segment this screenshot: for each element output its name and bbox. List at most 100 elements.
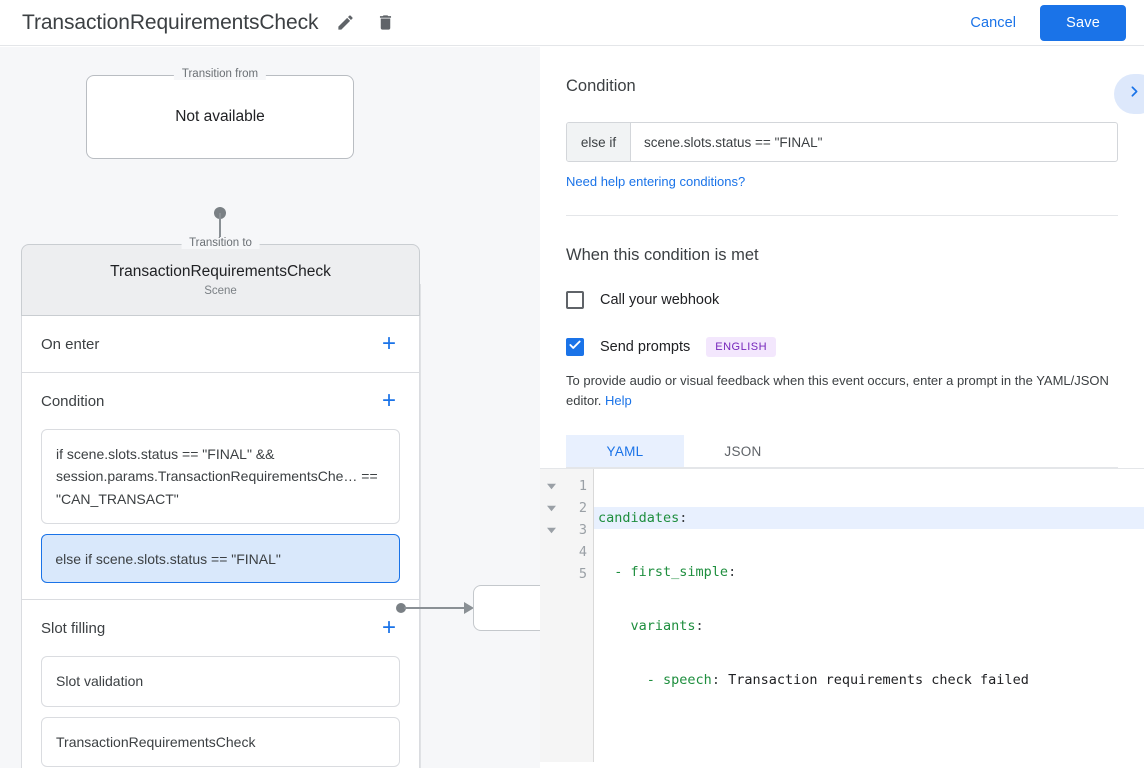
fold-toggle-icon[interactable] — [540, 497, 562, 519]
line-number: 3 — [578, 522, 587, 539]
trash-icon — [376, 13, 395, 32]
plus-icon-slot-filling[interactable]: + — [381, 614, 396, 642]
section-header-on-enter: On enter + — [41, 316, 400, 372]
slot-filling-list: Slot validation TransactionRequirementsC… — [41, 656, 400, 768]
code-line: - first_simple: — [594, 561, 1144, 583]
code-dash: - — [614, 564, 631, 581]
editor-fold-column — [540, 469, 562, 763]
transition-to-card[interactable]: Transition to TransactionRequirementsChe… — [21, 237, 420, 768]
tab-json[interactable]: JSON — [724, 443, 762, 459]
code-dash: - — [646, 672, 664, 689]
transition-from-value: Not available — [175, 108, 265, 125]
edge-source-dot — [396, 603, 406, 613]
code-value: Transaction requirements check failed — [719, 672, 1029, 689]
transition-from-legend: Transition from — [173, 68, 267, 80]
editor-format-tabs: YAML JSON — [566, 435, 1118, 469]
code-key: candidates — [598, 510, 680, 527]
edit-title-button[interactable] — [332, 10, 358, 36]
page-title: TransactionRequirementsCheck — [22, 10, 319, 34]
fold-toggle-icon[interactable] — [540, 475, 562, 497]
condition-expression-input[interactable]: scene.slots.status == "FINAL" — [644, 134, 823, 150]
line-number: 4 — [578, 544, 587, 561]
code-line: candidates: — [594, 507, 1144, 530]
webhook-row: Call your webhook — [566, 291, 1118, 309]
save-button[interactable]: Save — [1040, 4, 1126, 41]
language-badge: ENGLISH — [706, 337, 777, 357]
condition-heading: Condition — [566, 77, 636, 95]
line-number: 5 — [578, 566, 587, 583]
scene-section-condition: Condition + if scene.slots.status == "FI… — [21, 373, 420, 601]
code-editor[interactable]: 1 2 3 4 5 candidates: - first_simple: va… — [540, 468, 1144, 763]
helper-sentence: To provide audio or visual feedback when… — [566, 373, 1109, 409]
tab-yaml[interactable]: YAML — [566, 435, 684, 468]
code-indent — [598, 564, 614, 580]
call-webhook-checkbox[interactable] — [566, 291, 584, 309]
line-number: 2 — [578, 500, 587, 517]
collapse-panel-button[interactable] — [1114, 74, 1144, 114]
editor-line-numbers: 1 2 3 4 5 — [562, 469, 594, 763]
section-label-slot-filling: Slot filling — [41, 619, 106, 637]
condition-item-selected[interactable]: else if scene.slots.status == "FINAL" — [41, 534, 400, 584]
scene-header[interactable]: Transition to TransactionRequirementsChe… — [21, 237, 420, 316]
editor-content[interactable]: candidates: - first_simple: variants: - … — [594, 469, 1144, 762]
pencil-icon — [336, 13, 355, 32]
scene-type: Scene — [204, 285, 237, 297]
flow-canvas[interactable]: Transition from Not available Transition… — [0, 47, 540, 768]
section-label-on-enter: On enter — [41, 335, 100, 353]
code-key: first_simple — [630, 564, 729, 581]
target-node-card[interactable] — [473, 585, 540, 631]
when-condition-met-section: When this condition is met Call your web… — [540, 216, 1144, 469]
condition-input-group[interactable]: else if scene.slots.status == "FINAL" — [566, 122, 1118, 162]
section-label-condition: Condition — [41, 392, 105, 410]
code-colon: : — [695, 618, 704, 635]
code-line: variants: — [594, 615, 1144, 637]
slot-filling-item[interactable]: Slot validation — [41, 656, 400, 707]
condition-list: if scene.slots.status == "FINAL" && sess… — [41, 429, 400, 599]
section-header-slot-filling: Slot filling + — [41, 600, 400, 656]
canvas-vertical-divider — [420, 284, 421, 768]
fold-spacer — [540, 563, 562, 585]
line-number: 1 — [578, 478, 587, 495]
scene-name: TransactionRequirementsCheck — [110, 263, 331, 280]
chevron-right-icon — [1126, 83, 1143, 105]
plus-icon-on-enter[interactable]: + — [381, 330, 396, 357]
code-line — [594, 723, 1144, 745]
code-indent — [598, 672, 647, 688]
code-key: speech — [663, 672, 712, 689]
prompts-helper-text: To provide audio or visual feedback when… — [566, 371, 1118, 411]
send-prompts-label: Send prompts — [600, 339, 691, 355]
cancel-button[interactable]: Cancel — [960, 7, 1026, 39]
panel-divider — [566, 215, 1118, 216]
condition-item[interactable]: if scene.slots.status == "FINAL" && sess… — [41, 429, 400, 525]
helper-help-link[interactable]: Help — [605, 393, 632, 409]
scene-section-on-enter: On enter + — [21, 316, 420, 373]
fold-toggle-icon[interactable] — [540, 519, 562, 541]
connector-line — [219, 213, 221, 259]
code-colon: : — [728, 564, 737, 581]
condition-help-link[interactable]: Need help entering conditions? — [566, 174, 746, 189]
condition-section: Condition else if scene.slots.status == … — [540, 47, 1144, 216]
send-prompts-row: Send prompts ENGLISH — [566, 337, 1118, 357]
code-key: variants — [630, 618, 696, 635]
app-header: TransactionRequirementsCheck Cancel Save — [0, 0, 1144, 46]
edge-line — [404, 607, 466, 609]
slot-filling-item[interactable]: TransactionRequirementsCheck — [41, 716, 400, 768]
send-prompts-checkbox[interactable] — [566, 338, 584, 356]
code-line: - speech: Transaction requirements check… — [594, 669, 1144, 691]
edge-arrow-icon — [464, 602, 474, 614]
transition-to-legend: Transition to — [181, 237, 260, 249]
code-colon: : — [711, 672, 720, 689]
scene-section-slot-filling: Slot filling + Slot validation Transacti… — [21, 600, 420, 768]
call-webhook-label: Call your webhook — [600, 292, 720, 308]
checkmark-icon — [568, 338, 582, 357]
section-header-condition: Condition + — [41, 373, 400, 429]
transition-from-card[interactable]: Transition from Not available — [86, 68, 354, 159]
plus-icon-condition[interactable]: + — [381, 387, 396, 414]
code-indent — [598, 618, 631, 634]
details-panel: Condition else if scene.slots.status == … — [540, 47, 1144, 768]
fold-spacer — [540, 541, 562, 563]
condition-prefix-label: else if — [567, 123, 631, 161]
code-colon: : — [679, 510, 688, 527]
when-met-heading: When this condition is met — [566, 246, 759, 264]
delete-button[interactable] — [372, 10, 398, 36]
